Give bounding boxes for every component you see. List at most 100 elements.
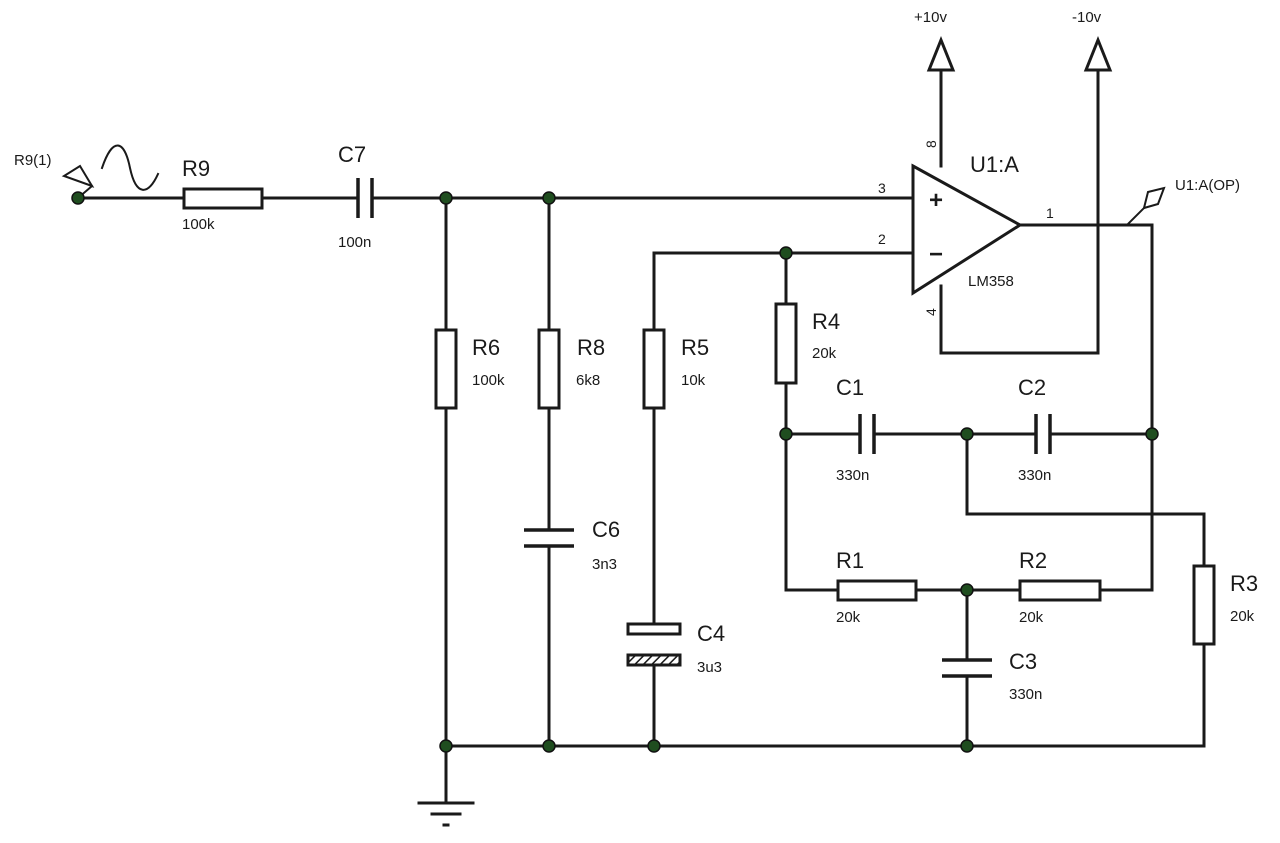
power-neg-label: -10v	[1072, 9, 1102, 26]
resistor-r3: R3 20k	[1192, 564, 1258, 646]
junction-dot	[542, 739, 556, 753]
junction-dot	[779, 246, 793, 260]
component-value: 6k8	[576, 372, 600, 389]
component-value: 330n	[1009, 686, 1042, 703]
pin-8-label: 8	[923, 140, 939, 148]
resistor-body	[774, 302, 798, 385]
component-ref: R2	[1019, 548, 1047, 573]
component-value: 10k	[681, 372, 706, 389]
capacitor-c4: C4 3u3	[626, 621, 725, 676]
component-ref: C6	[592, 517, 620, 542]
opamp-ref: U1:A	[970, 152, 1019, 177]
component-ref: C7	[338, 142, 366, 167]
component-ref: R6	[472, 335, 500, 360]
opamp-u1a: + − U1:A LM358 3 2 1 8 4	[878, 140, 1054, 316]
power-arrow-icon	[1083, 35, 1113, 72]
probe-flag-icon	[1142, 186, 1166, 210]
junction-dot	[647, 739, 661, 753]
capacitor-c3: C3 330n	[942, 649, 1042, 703]
junction-dot	[960, 739, 974, 753]
opamp-triangle	[911, 163, 1023, 296]
component-ref: R8	[577, 335, 605, 360]
component-ref: R9	[182, 156, 210, 181]
component-value: 3u3	[697, 659, 722, 676]
power-neg: -10v	[1072, 9, 1113, 72]
resistor-body	[642, 328, 666, 410]
capacitor-plates	[942, 658, 992, 678]
resistor-r1: R1 20k	[836, 548, 918, 626]
junction-dot	[439, 739, 453, 753]
component-ref: R4	[812, 309, 840, 334]
wires	[76, 68, 1206, 805]
capacitor-plates	[524, 528, 574, 548]
capacitor-plates	[1034, 414, 1052, 454]
component-ref: C3	[1009, 649, 1037, 674]
component-value: 330n	[836, 467, 869, 484]
resistor-body	[434, 328, 458, 410]
capacitor-c6: C6 3n3	[524, 517, 620, 573]
sine-wave-icon	[100, 144, 160, 191]
component-value: 100n	[338, 234, 371, 251]
power-pos-label: +10v	[914, 9, 947, 26]
resistor-r2: R2 20k	[1018, 548, 1102, 626]
power-pos: +10v	[914, 9, 956, 72]
component-value: 100k	[472, 372, 505, 389]
junction-dot	[71, 191, 85, 205]
opamp-minus-sign: −	[929, 241, 943, 268]
component-ref: C2	[1018, 375, 1046, 400]
output-probe: U1:A(OP)	[1126, 177, 1240, 226]
ground-icon	[417, 801, 475, 827]
opamp-plus-sign: +	[929, 187, 943, 214]
component-ref: R1	[836, 548, 864, 573]
pin-4-label: 4	[923, 308, 939, 316]
capacitor-c7: C7 100n	[338, 142, 374, 251]
junctions	[71, 191, 1159, 753]
capacitor-plates	[858, 414, 876, 454]
capacitor-c1: C1 330n	[836, 375, 876, 484]
capacitor-c2: C2 330n	[1018, 375, 1052, 484]
capacitor-positive-plate	[626, 622, 682, 636]
probe-flag-icon	[61, 164, 95, 188]
component-value: 3n3	[592, 556, 617, 573]
junction-dot	[779, 427, 793, 441]
junction-dot	[1145, 427, 1159, 441]
wire-r3	[965, 432, 1206, 748]
junction-dot	[960, 427, 974, 441]
pin-2-label: 2	[878, 231, 886, 247]
ground-symbol	[417, 801, 475, 827]
resistor-r4: R4 20k	[774, 302, 840, 385]
wire-r4	[784, 251, 840, 592]
component-value: 20k	[1019, 609, 1044, 626]
resistor-r6: R6 100k	[434, 328, 505, 410]
component-value: 20k	[1230, 608, 1255, 625]
input-probe: R9(1)	[14, 144, 160, 200]
component-value: 20k	[812, 345, 837, 362]
resistor-body	[537, 328, 561, 410]
probe-stem	[1126, 206, 1146, 226]
junction-dot	[542, 191, 556, 205]
input-probe-label: R9(1)	[14, 152, 52, 169]
resistor-body	[1192, 564, 1216, 646]
output-probe-label: U1:A(OP)	[1175, 177, 1240, 194]
capacitor-plates	[356, 178, 374, 218]
pin-1-label: 1	[1046, 205, 1054, 221]
pin-3-label: 3	[878, 180, 886, 196]
component-ref: R5	[681, 335, 709, 360]
opamp-part: LM358	[968, 273, 1014, 290]
junction-dot	[960, 583, 974, 597]
component-ref: C1	[836, 375, 864, 400]
component-ref: C4	[697, 621, 725, 646]
component-value: 100k	[182, 216, 215, 233]
resistor-r5: R5 10k	[642, 328, 709, 410]
resistor-r8: R8 6k8	[537, 328, 605, 410]
resistor-r9: R9 100k	[182, 156, 264, 233]
resistor-body	[182, 187, 264, 210]
resistor-body	[836, 579, 918, 602]
component-value: 20k	[836, 609, 861, 626]
capacitor-negative-plate	[626, 653, 682, 667]
wire-vneg	[939, 68, 1100, 355]
wire-output	[1018, 223, 1154, 592]
resistor-body	[1018, 579, 1102, 602]
power-arrow-icon	[926, 35, 956, 72]
